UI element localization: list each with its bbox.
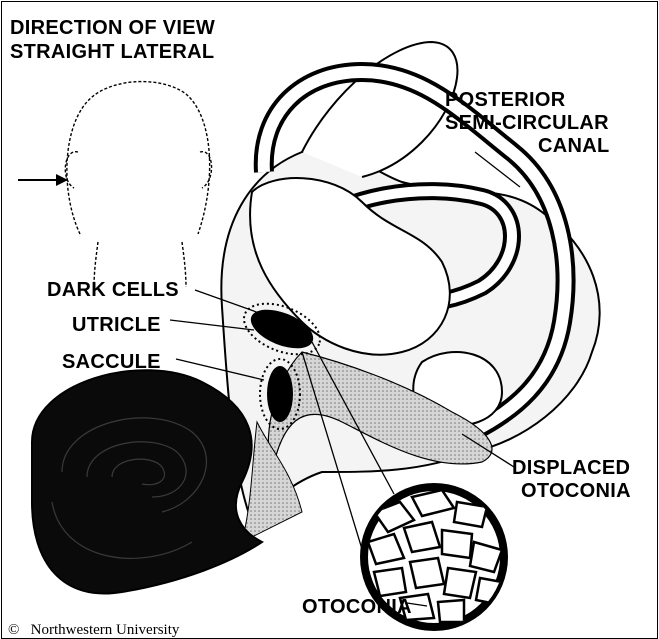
- utricle-label: UTRICLE: [72, 314, 161, 337]
- copyright-symbol: ©: [8, 622, 19, 638]
- copyright-text: Northwestern University: [31, 622, 180, 638]
- cochlea: [32, 370, 262, 593]
- copyright-notice: © Northwestern University: [8, 622, 179, 638]
- anterior-canal: [302, 42, 457, 177]
- posterior-label-line-1: POSTERIOR: [445, 89, 566, 112]
- posterior-label-line-3: CANAL: [538, 135, 610, 158]
- view-arrow: [18, 174, 68, 186]
- heading-line-2: STRAIGHT LATERAL: [10, 41, 214, 64]
- head-outline: [65, 82, 211, 287]
- displaced-label-line-1: DISPLACED: [512, 457, 630, 480]
- posterior-label-line-2: SEMI-CIRCULAR: [445, 112, 609, 135]
- dark-cells-label: DARK CELLS: [47, 279, 179, 302]
- displaced-label-line-2: OTOCONIA: [521, 480, 631, 503]
- otoconia-label: OTOCONIA: [302, 596, 412, 619]
- heading-line-1: DIRECTION OF VIEW: [10, 17, 215, 40]
- saccule-label: SACCULE: [62, 351, 161, 374]
